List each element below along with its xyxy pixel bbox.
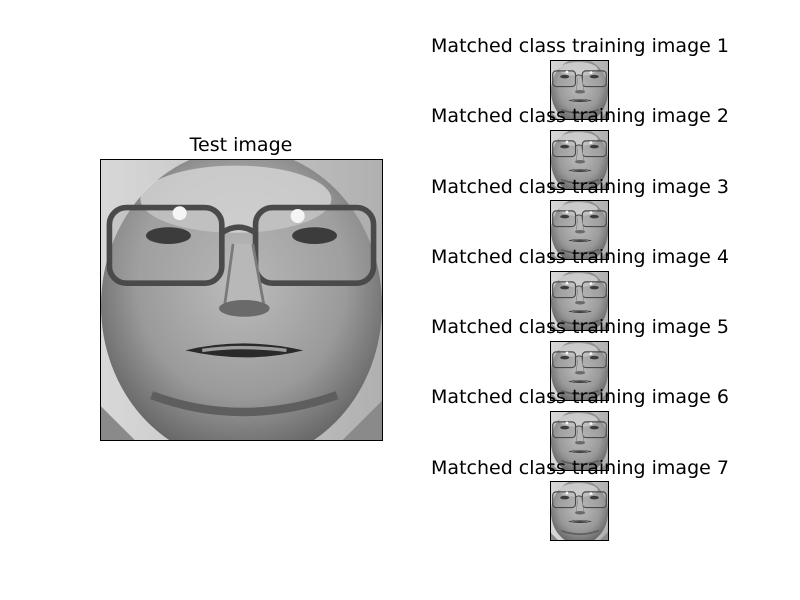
match-5-image xyxy=(550,341,609,401)
test-image xyxy=(100,159,383,441)
match-6-title: Matched class training image 6 xyxy=(431,386,729,408)
match-1-image xyxy=(550,60,609,120)
match-3-title: Matched class training image 3 xyxy=(431,176,729,198)
match-2-image xyxy=(550,130,609,190)
match-2-title: Matched class training image 2 xyxy=(431,105,729,127)
test-image-title: Test image xyxy=(189,134,293,156)
match-1-title: Matched class training image 1 xyxy=(431,35,729,57)
match-7-image xyxy=(550,481,609,541)
match-3-image xyxy=(550,200,609,260)
match-4-title: Matched class training image 4 xyxy=(431,246,729,268)
match-6-image xyxy=(550,411,609,471)
match-5-title: Matched class training image 5 xyxy=(431,316,729,338)
match-7-title: Matched class training image 7 xyxy=(431,457,729,479)
match-4-image xyxy=(550,271,609,331)
